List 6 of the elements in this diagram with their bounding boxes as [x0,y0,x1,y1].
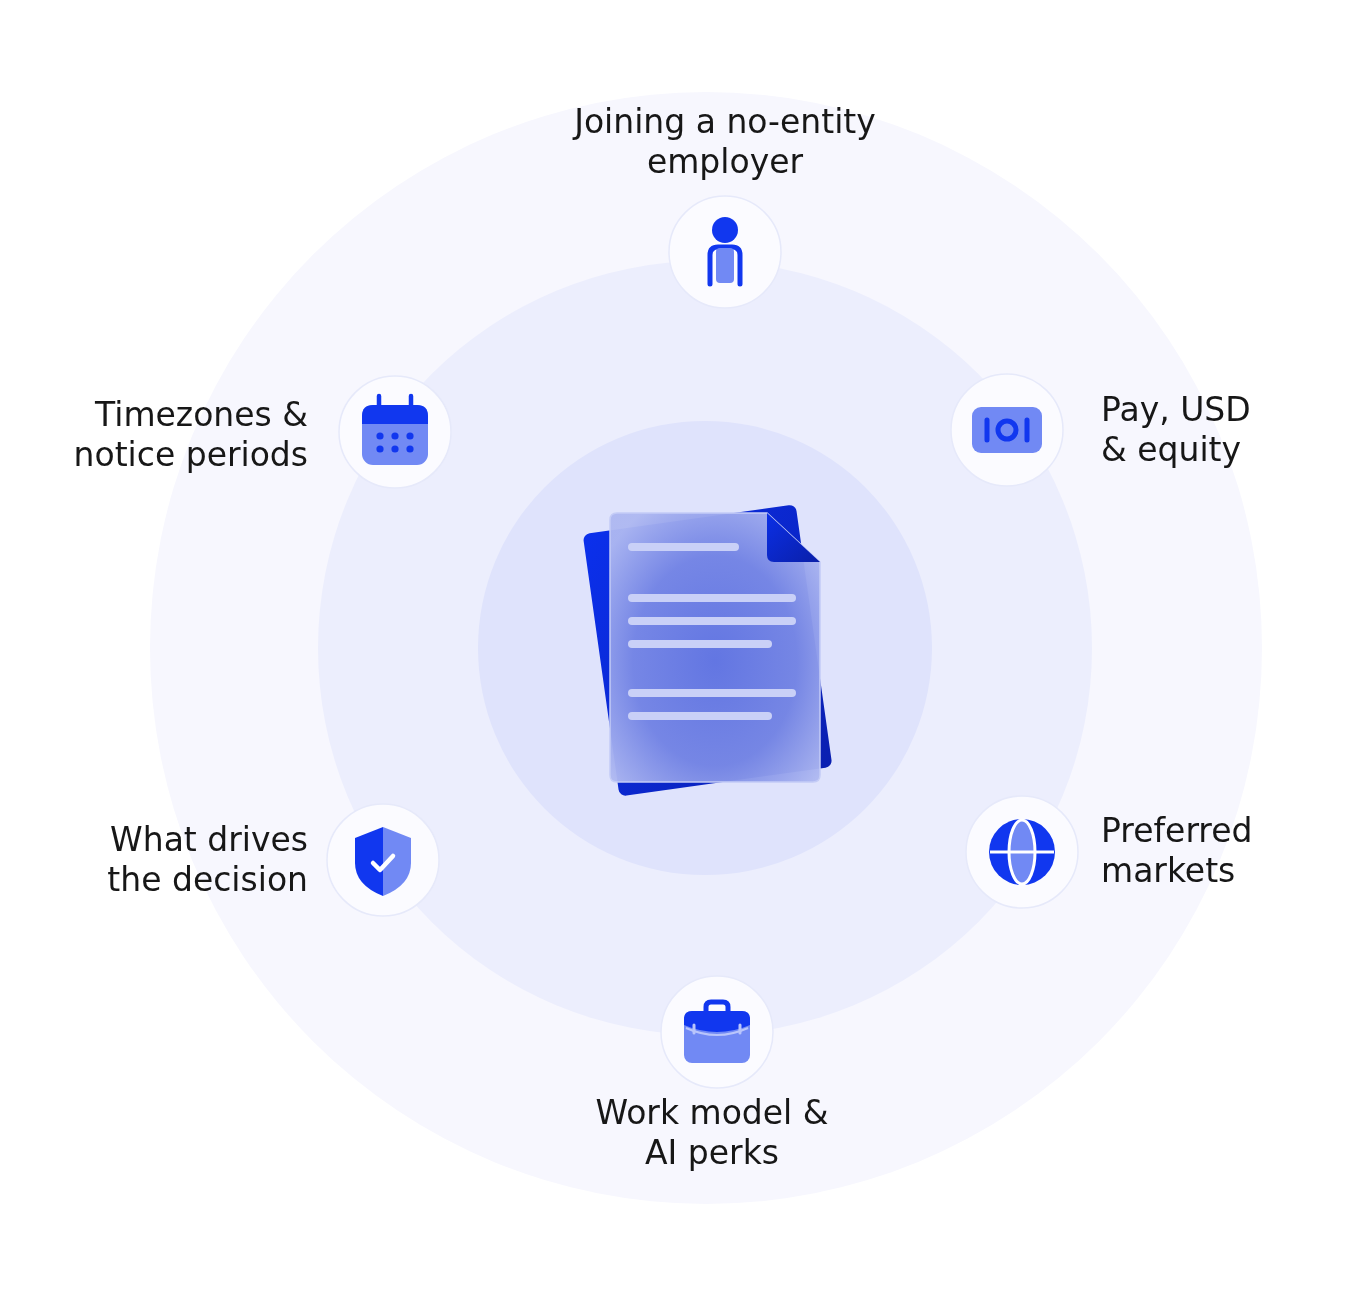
topic-label: Work model & AI perks [594,1093,830,1173]
topic-label: What drives the decision [106,820,308,900]
topic-label: Joining a no-entity employer [573,102,877,182]
topic-label: Timezones & notice periods [72,395,308,475]
topic-label: Pay, USD & equity [1101,390,1252,470]
topic-label: Preferred markets [1101,811,1254,891]
